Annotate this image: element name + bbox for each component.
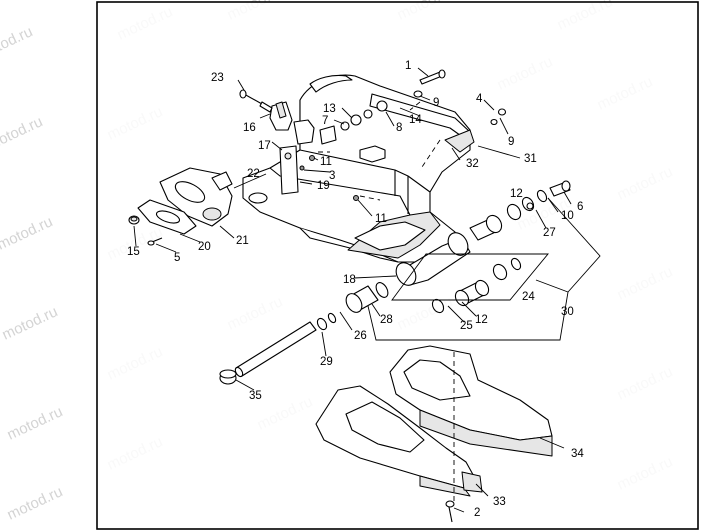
callout-32: 32 xyxy=(466,158,479,170)
chain-guard-lower xyxy=(315,385,483,497)
callout-11-upper: 11 xyxy=(320,156,332,168)
watermark: motod.ru xyxy=(0,213,55,253)
callout-8: 8 xyxy=(396,122,402,134)
callout-6: 6 xyxy=(577,201,583,213)
callout-14: 14 xyxy=(409,114,422,126)
watermark: motod.ru xyxy=(0,303,60,343)
grouping-brackets xyxy=(367,197,601,341)
swingarm-body xyxy=(242,74,471,263)
callout-29: 29 xyxy=(320,356,333,368)
callout-18: 18 xyxy=(343,274,356,286)
adjuster-plate xyxy=(137,199,197,235)
callout-28: 28 xyxy=(380,314,393,326)
callout-33: 33 xyxy=(493,496,506,508)
callout-22: 22 xyxy=(247,168,260,180)
callout-26: 26 xyxy=(354,330,367,342)
callout-31: 31 xyxy=(524,153,537,165)
watermark: motod.ru xyxy=(5,403,66,443)
callout-23: 23 xyxy=(211,72,224,84)
watermark: motod.ru xyxy=(5,483,66,523)
strap-bracket xyxy=(293,119,337,145)
mount-bracket xyxy=(239,89,293,131)
callout-4: 4 xyxy=(476,93,483,105)
pivot-shaft xyxy=(234,312,337,378)
callout-25: 25 xyxy=(460,320,473,332)
bearing-set xyxy=(431,257,522,314)
pivot-cap xyxy=(219,369,237,385)
callout-9-right: 9 xyxy=(508,136,514,148)
callout-7: 7 xyxy=(322,115,328,127)
callout-2: 2 xyxy=(474,507,480,519)
callout-35: 35 xyxy=(249,390,262,402)
callout-21: 21 xyxy=(236,235,249,247)
axle-adjuster-block xyxy=(159,167,233,227)
callout-5: 5 xyxy=(174,252,180,264)
leader-lines xyxy=(133,67,572,513)
callout-9-upper: 9 xyxy=(433,97,439,109)
fasteners-11 xyxy=(299,155,359,201)
callout-17: 17 xyxy=(258,140,271,152)
watermark: motod.ru xyxy=(0,23,35,63)
callout-15: 15 xyxy=(127,246,140,258)
callout-13: 13 xyxy=(323,103,336,115)
callout-20: 20 xyxy=(198,241,211,253)
assembly-lines xyxy=(318,101,455,502)
callout-24: 24 xyxy=(522,291,535,303)
callout-10: 10 xyxy=(561,210,574,222)
link-bar xyxy=(279,145,299,195)
callout-16: 16 xyxy=(243,122,256,134)
chain-guide xyxy=(389,345,553,457)
callout-30: 30 xyxy=(561,306,574,318)
callout-1: 1 xyxy=(405,60,411,72)
screw-2 xyxy=(445,500,455,523)
callout-12-lower: 12 xyxy=(475,314,488,326)
callout-12-upper: 12 xyxy=(510,188,523,200)
spacer-sleeve xyxy=(345,282,389,313)
small-screws xyxy=(128,215,163,246)
callout-34: 34 xyxy=(571,448,584,460)
callout-labels: 1 9 4 9 13 7 8 14 32 31 23 16 17 11 3 19… xyxy=(127,60,584,519)
callout-3: 3 xyxy=(329,170,335,182)
callout-27: 27 xyxy=(543,227,556,239)
watermark: motod.ru xyxy=(0,113,45,153)
bolts xyxy=(419,69,571,197)
callout-11-lower: 11 xyxy=(375,213,387,225)
callout-19: 19 xyxy=(317,180,330,192)
